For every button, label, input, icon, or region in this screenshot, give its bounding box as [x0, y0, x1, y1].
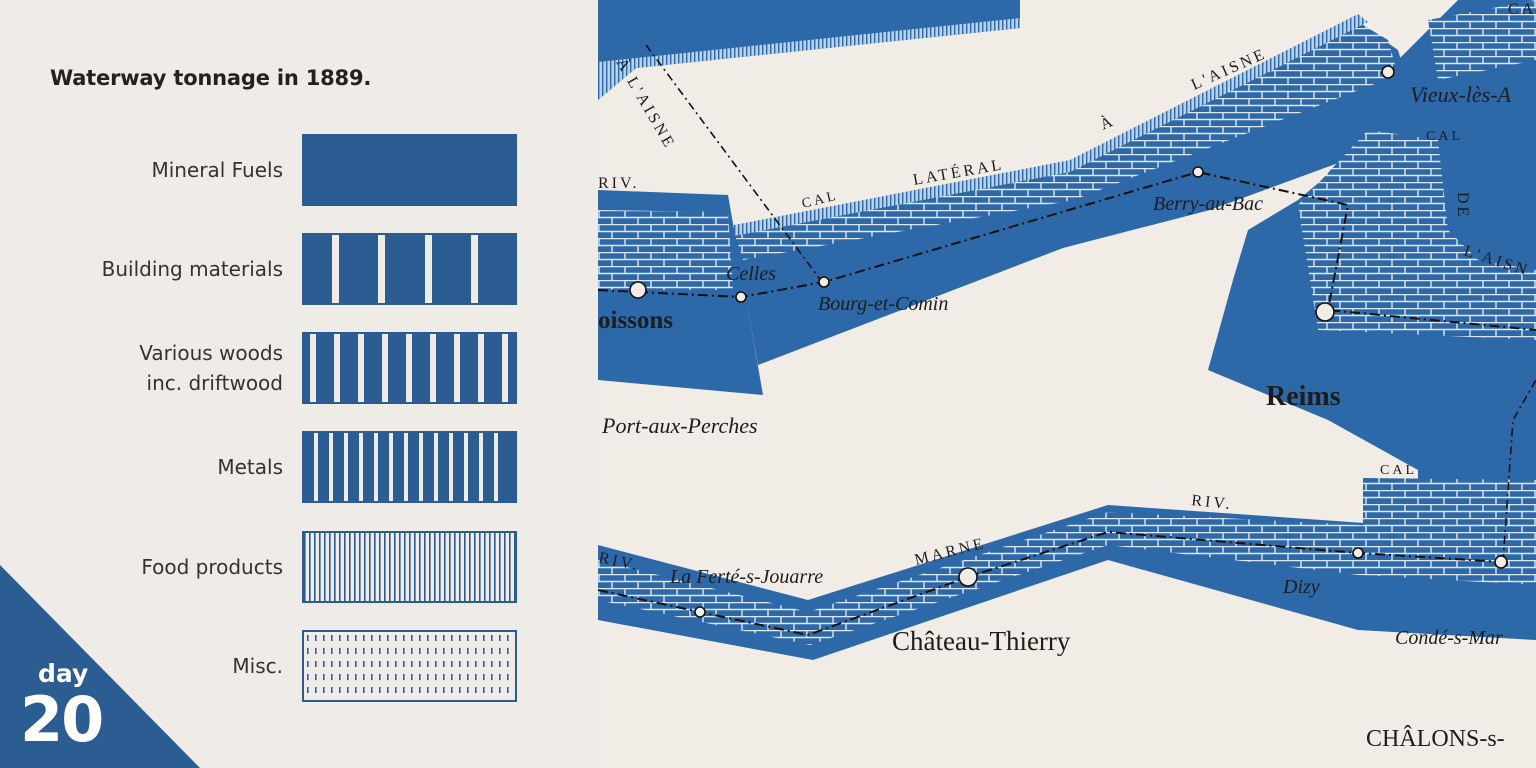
- label-riv-left: RIV.: [598, 175, 640, 192]
- label-cal-right: CAL: [1426, 129, 1463, 144]
- band-top-left: [598, 0, 1020, 100]
- legend-title: Waterway tonnage in 1889.: [50, 66, 372, 90]
- legend-item-food-products: Food products: [0, 531, 598, 603]
- waterway-map: À L'AISNE RIV. CAL LATÉRAL À L'AISNE CAL…: [598, 0, 1536, 768]
- label-cal-bottom-right: CAL: [1380, 463, 1417, 478]
- band-top-left-hatch: [598, 18, 1020, 100]
- pattern-swatch-dotted: [302, 630, 517, 702]
- marker-dizy: [1352, 547, 1364, 559]
- pattern-swatch-solid: [302, 134, 517, 206]
- band-conde-brick: [1363, 478, 1536, 540]
- legend-item-various-woods: Various woods inc. driftwood: [0, 332, 598, 404]
- legend-label: Various woods inc. driftwood: [139, 341, 283, 395]
- label-chateau-thierry: Château-Thierry: [892, 626, 1071, 656]
- marker-reims: [1315, 302, 1335, 322]
- marker-celles: [735, 291, 747, 303]
- marker-berry: [1192, 166, 1204, 178]
- marker-chateau: [958, 567, 978, 587]
- label-chalons: CHÂLONS-s-: [1366, 726, 1505, 752]
- pattern-swatch-dense-stripes: [302, 431, 517, 503]
- label-berry-au-bac: Berry-au-Bac: [1153, 193, 1263, 215]
- band-reims-brick: [1298, 130, 1536, 340]
- label-la-ferte: La Ferté-s-Jouarre: [669, 566, 823, 588]
- label-bourg-et-comin: Bourg-et-Comin: [818, 293, 948, 315]
- day-badge-word: day: [38, 659, 89, 688]
- legend-panel: Waterway tonnage in 1889. Mineral Fuels …: [0, 0, 598, 768]
- pattern-swatch-fine-lines: [302, 531, 517, 603]
- day-badge-number: 20: [20, 683, 104, 756]
- label-vieux-les: Vieux-lès-A: [1410, 82, 1512, 107]
- legend-label: Mineral Fuels: [151, 158, 283, 182]
- marker-conde: [1494, 555, 1508, 569]
- label-port-aux-perches: Port-aux-Perches: [601, 413, 758, 438]
- label-reims: Reims: [1266, 381, 1341, 412]
- pattern-swatch-stripes: [302, 332, 517, 404]
- legend-label: Misc.: [232, 654, 283, 678]
- band-top-right-brick: [1428, 0, 1536, 80]
- legend-item-mineral-fuels: Mineral Fuels: [0, 134, 598, 206]
- label-ca-top: CA: [1508, 1, 1536, 18]
- label-a: À: [1097, 110, 1118, 133]
- marker-bourg: [818, 276, 830, 288]
- marker-vieux: [1381, 65, 1395, 79]
- legend-label: Metals: [217, 455, 283, 479]
- label-de: DE: [1454, 192, 1471, 219]
- legend-item-misc: Misc.: [0, 630, 598, 702]
- label-celles: Celles: [726, 263, 776, 285]
- route-line-diagonal: [645, 44, 823, 283]
- legend-item-metals: Metals: [0, 431, 598, 503]
- legend-label: Building materials: [101, 257, 283, 281]
- band-marne-brick: [598, 512, 1536, 645]
- band-canal-lateral-hatch: [734, 14, 1368, 236]
- legend-label: Food products: [141, 555, 283, 579]
- label-conde: Condé-s-Mar: [1395, 627, 1503, 649]
- route-line-aisne: [598, 170, 1536, 331]
- label-riv-marne: RIV.: [1191, 492, 1234, 513]
- legend-item-building-materials: Building materials: [0, 233, 598, 305]
- band-soissons-brick: [598, 210, 733, 290]
- label-soissons: oissons: [598, 307, 673, 334]
- pattern-swatch-wide-stripes: [302, 233, 517, 305]
- marker-ferte: [694, 606, 706, 618]
- label-dizy: Dizy: [1282, 576, 1320, 598]
- marker-soissons: [629, 281, 647, 299]
- day-badge-triangle: [0, 565, 200, 768]
